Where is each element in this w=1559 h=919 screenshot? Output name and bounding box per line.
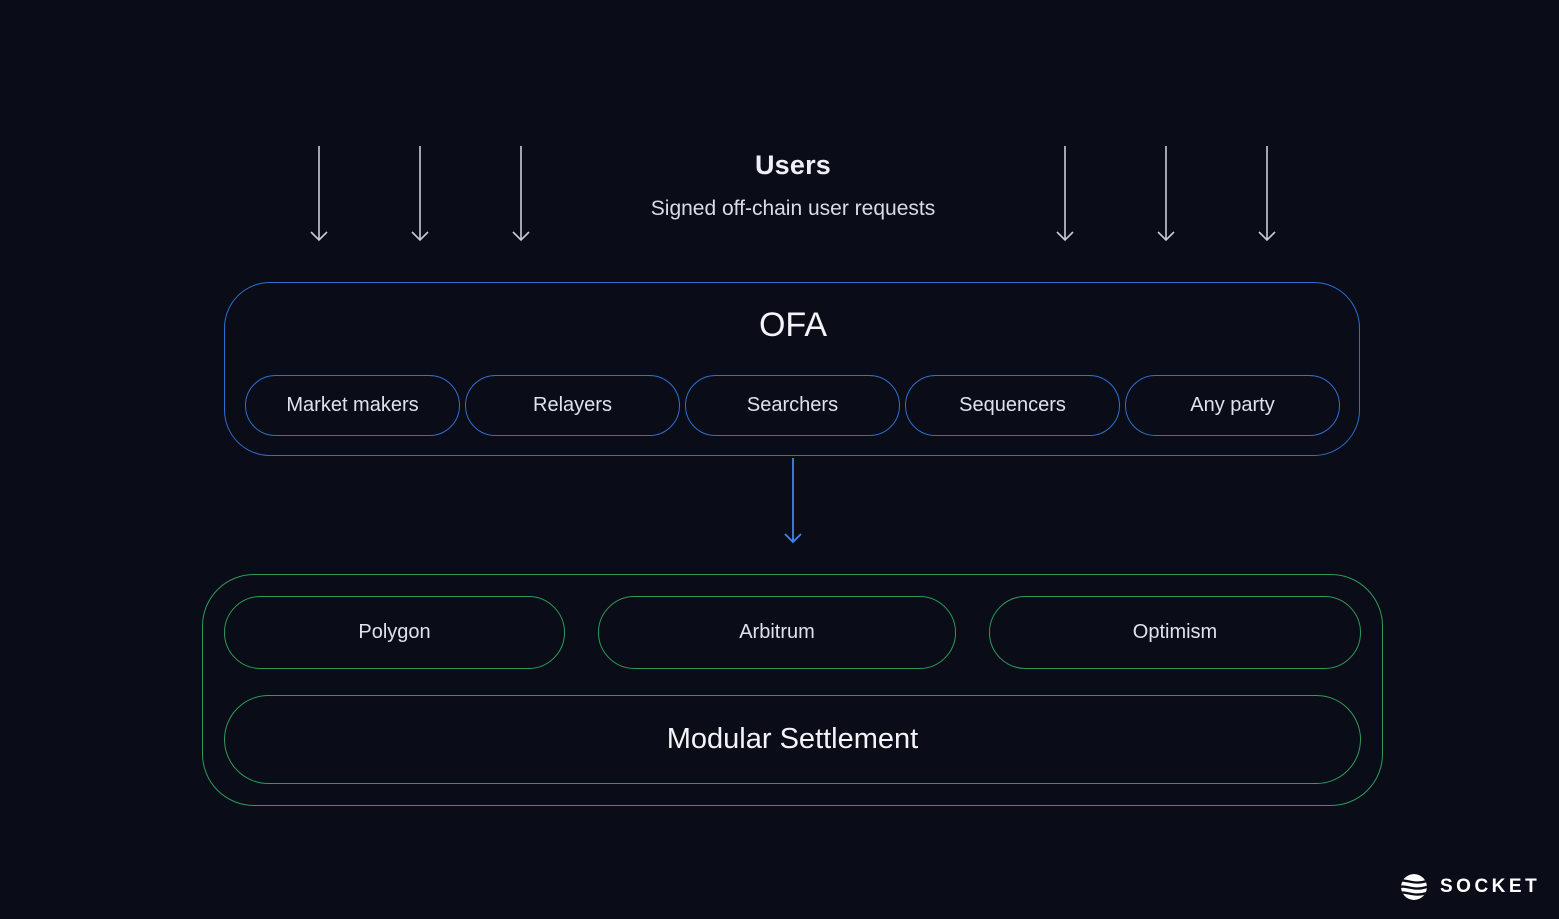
socket-wordmark: SOCKET	[1440, 876, 1541, 897]
ofa-participant-relayers: Relayers	[465, 375, 680, 436]
user-request-arrow	[310, 146, 328, 242]
ofa-to-settlement-arrow	[784, 458, 802, 544]
user-request-arrow	[1157, 146, 1175, 242]
users-title: Users	[754, 150, 832, 180]
socket-logo: SOCKET	[1400, 872, 1540, 902]
chain-polygon: Polygon	[224, 596, 565, 669]
ofa-title: OFA	[758, 306, 828, 344]
socket-wave-icon	[1401, 874, 1427, 900]
user-request-arrow	[1258, 146, 1276, 242]
ofa-participant-market-makers: Market makers	[245, 375, 460, 436]
user-request-arrow	[411, 146, 429, 242]
ofa-participant-sequencers: Sequencers	[905, 375, 1120, 436]
ofa-participant-any-party: Any party	[1125, 375, 1340, 436]
chain-arbitrum: Arbitrum	[598, 596, 956, 669]
user-request-arrow	[1056, 146, 1074, 242]
ofa-participant-searchers: Searchers	[685, 375, 900, 436]
chain-optimism: Optimism	[989, 596, 1361, 669]
ofa-container	[224, 282, 1360, 456]
settlement-container	[202, 574, 1383, 806]
modular-settlement-layer: Modular Settlement	[224, 695, 1361, 784]
user-request-arrow	[512, 146, 530, 242]
users-subtitle: Signed off-chain user requests	[650, 197, 936, 220]
